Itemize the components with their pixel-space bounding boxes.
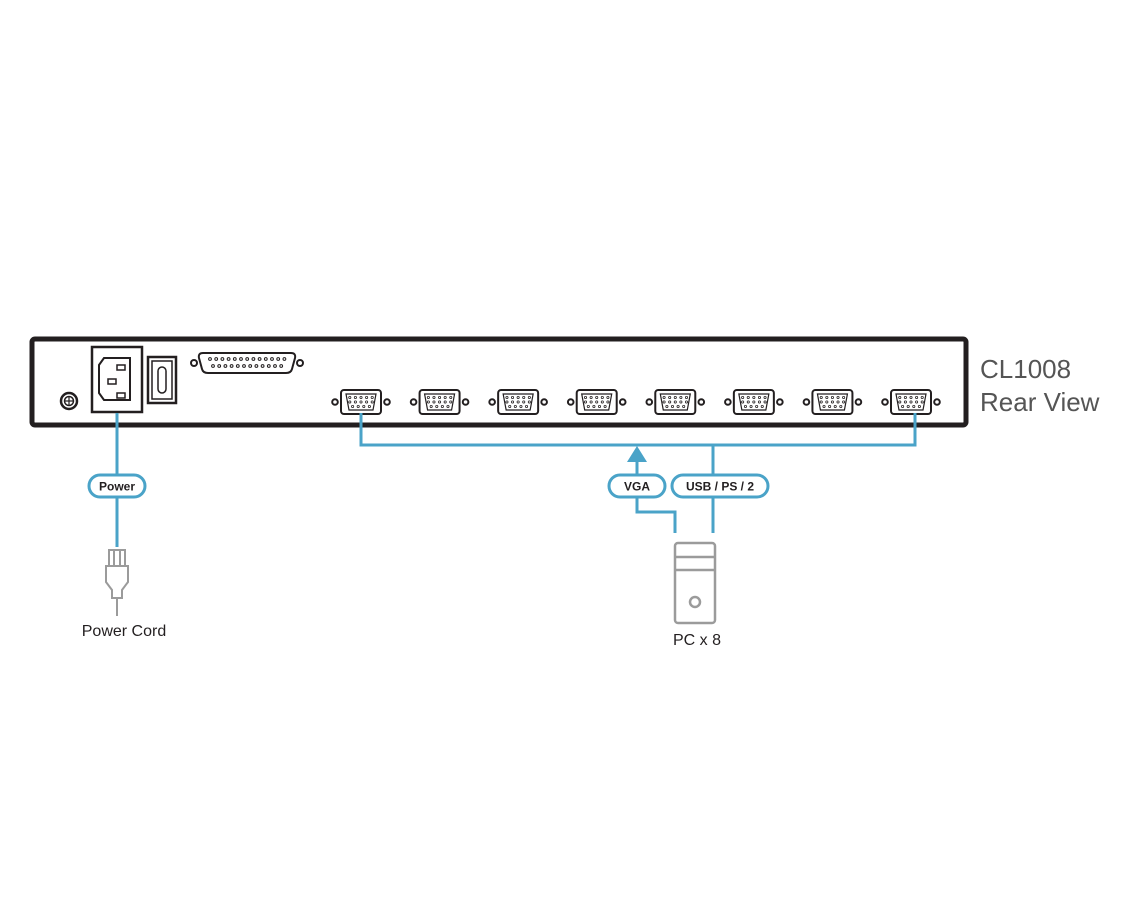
power-switch-icon: [146, 355, 178, 405]
vga-tag: [607, 473, 667, 499]
power-cord-label: Power Cord: [82, 623, 166, 640]
vga-port-7-icon: [802, 389, 863, 415]
db25-port-icon: [190, 352, 304, 374]
power-socket-icon: [90, 345, 144, 414]
power-tag-label: Power: [99, 480, 135, 494]
pc-tower-icon: [673, 541, 717, 625]
pc-label: PC x 8: [673, 632, 721, 649]
view-title: Rear View: [980, 387, 1100, 417]
cable-lines: [115, 413, 917, 547]
usb-ps2-tag-label: USB / PS / 2: [686, 480, 754, 494]
vga-port-3-icon: [488, 389, 548, 415]
vga-tag-label: VGA: [624, 480, 650, 494]
model-title: CL1008: [980, 354, 1071, 384]
vga-port-5-icon: [645, 389, 706, 415]
vga-port-2-icon: [409, 389, 470, 415]
vga-port-1-icon: [331, 389, 391, 415]
ground-screw-icon: [59, 391, 79, 411]
usb-ps2-tag: [670, 473, 770, 499]
power-tag: [87, 473, 147, 499]
power-plug-icon: [105, 549, 129, 616]
vga-port-6-icon: [724, 389, 784, 415]
arrow-up-icon: [627, 446, 647, 462]
vga-port-8-icon: [881, 389, 941, 415]
vga-port-group: [331, 389, 941, 415]
vga-port-4-icon: [566, 389, 627, 415]
